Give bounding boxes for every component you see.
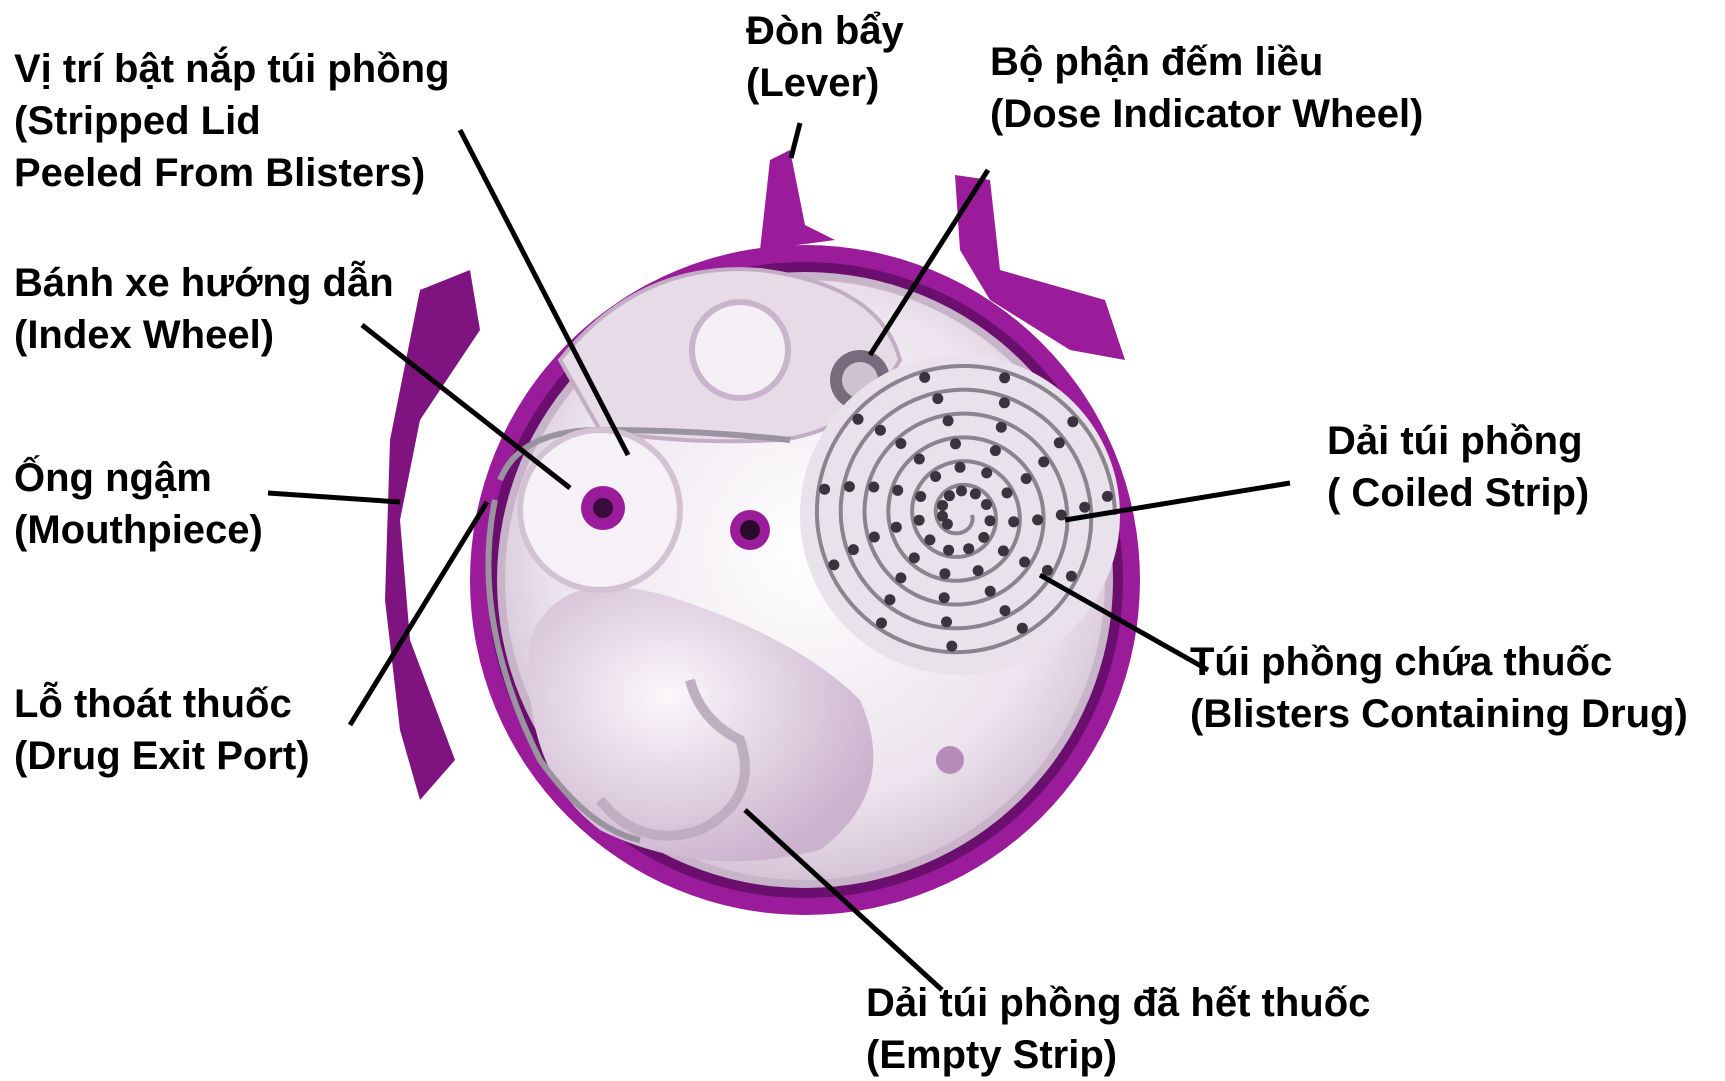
- blister-dot: [941, 616, 952, 627]
- blister-dot: [1019, 557, 1030, 568]
- blister-dot: [943, 415, 954, 426]
- blister-dot: [943, 545, 954, 556]
- blister-dot: [915, 491, 926, 502]
- blister-dot: [914, 454, 925, 465]
- blister-dot: [924, 534, 935, 545]
- casing-lever-spike: [760, 150, 835, 250]
- blister-dot: [963, 543, 974, 554]
- label-mouthpiece: Ống ngậm (Mouthpiece): [14, 452, 263, 556]
- label-empty-strip: Dải túi phồng đã hết thuốc (Empty Strip): [866, 977, 1370, 1081]
- blister-dot: [937, 500, 948, 511]
- blister-dot: [914, 515, 925, 526]
- label-lever-en: (Lever): [746, 57, 904, 109]
- blister-dot: [828, 559, 839, 570]
- blister-dot: [895, 572, 906, 583]
- blister-dot: [1000, 605, 1011, 616]
- label-coiled-strip-en: ( Coiled Strip): [1327, 467, 1589, 519]
- label-empty-strip-vi: Dải túi phồng đã hết thuốc: [866, 977, 1370, 1029]
- label-blisters-drug-vi: Túi phồng chứa thuốc: [1190, 636, 1688, 688]
- center-hole-inner: [740, 520, 760, 540]
- blister-dot: [999, 397, 1010, 408]
- blister-dot: [848, 544, 859, 555]
- label-stripped-lid-en1: (Stripped Lid: [14, 95, 450, 147]
- blister-dot: [981, 467, 992, 478]
- blister-dot: [892, 485, 903, 496]
- label-index-wheel-vi: Bánh xe hướng dẫn: [14, 257, 394, 309]
- coiled-blister-strip: [800, 355, 1120, 675]
- label-stripped-lid-vi: Vị trí bật nắp túi phồng: [14, 43, 450, 95]
- blister-dot: [955, 462, 966, 473]
- label-dose-indicator-vi: Bộ phận đếm liều: [990, 36, 1423, 88]
- blister-dot: [1032, 514, 1043, 525]
- blister-dot: [819, 484, 830, 495]
- label-index-wheel: Bánh xe hướng dẫn (Index Wheel): [14, 257, 394, 361]
- blister-dot: [1017, 623, 1028, 634]
- blister-dot: [844, 481, 855, 492]
- blister-dot: [1038, 456, 1049, 467]
- blister-dot: [1021, 473, 1032, 484]
- label-empty-strip-en: (Empty Strip): [866, 1029, 1370, 1081]
- blister-dot: [973, 565, 984, 576]
- blister-dot: [956, 485, 967, 496]
- blister-dot: [985, 586, 996, 597]
- blister-dot: [939, 592, 950, 603]
- blister-dot: [853, 414, 864, 425]
- blister-dot: [1008, 516, 1019, 527]
- blister-dot: [919, 372, 930, 383]
- blister-dot: [1067, 416, 1078, 427]
- blister-dot: [932, 393, 943, 404]
- label-mouthpiece-vi: Ống ngậm: [14, 452, 263, 504]
- blister-dot: [996, 422, 1007, 433]
- blister-dot: [876, 618, 887, 629]
- label-lever-vi: Đòn bẩy: [746, 5, 904, 57]
- label-stripped-lid: Vị trí bật nắp túi phồng (Stripped Lid P…: [14, 43, 450, 199]
- label-drug-exit-vi: Lỗ thoát thuốc: [14, 678, 310, 730]
- blister-dot: [981, 499, 992, 510]
- blister-dot: [895, 438, 906, 449]
- label-dose-indicator-en: (Dose Indicator Wheel): [990, 88, 1423, 140]
- blister-dot: [875, 425, 886, 436]
- label-coiled-strip-vi: Dải túi phồng: [1327, 415, 1589, 467]
- blister-dot: [970, 488, 981, 499]
- label-dose-indicator: Bộ phận đếm liều (Dose Indicator Wheel): [990, 36, 1423, 140]
- leader-mouthpiece: [268, 493, 400, 502]
- label-blisters-drug: Túi phồng chứa thuốc (Blisters Containin…: [1190, 636, 1688, 740]
- blister-dot: [891, 522, 902, 533]
- blister-dot: [884, 594, 895, 605]
- label-stripped-lid-en2: Peeled From Blisters): [14, 147, 450, 199]
- upper-gear: [692, 302, 788, 398]
- blister-dot: [868, 482, 879, 493]
- blister-dot: [1079, 502, 1090, 513]
- leader-lever: [791, 123, 800, 158]
- label-drug-exit: Lỗ thoát thuốc (Drug Exit Port): [14, 678, 310, 782]
- blister-dot: [944, 490, 955, 501]
- blister-dot: [1102, 491, 1113, 502]
- blister-dot: [909, 552, 920, 563]
- blister-dot: [1054, 437, 1065, 448]
- blister-dot: [930, 471, 941, 482]
- label-drug-exit-en: (Drug Exit Port): [14, 730, 310, 782]
- blister-dot: [990, 445, 1001, 456]
- blister-dot: [998, 545, 1009, 556]
- label-index-wheel-en: (Index Wheel): [14, 309, 394, 361]
- blister-dot: [939, 568, 950, 579]
- label-mouthpiece-en: (Mouthpiece): [14, 504, 263, 556]
- blister-dot: [1066, 571, 1077, 582]
- label-lever: Đòn bẩy (Lever): [746, 5, 904, 109]
- index-wheel-hub-center: [593, 498, 613, 518]
- small-hole: [936, 746, 964, 774]
- label-coiled-strip: Dải túi phồng ( Coiled Strip): [1327, 415, 1589, 519]
- blister-dot: [985, 515, 996, 526]
- blister-dot: [978, 532, 989, 543]
- blister-dot: [1002, 487, 1013, 498]
- blister-dot: [937, 511, 948, 522]
- blister-dot: [946, 641, 957, 652]
- blister-dot: [950, 438, 961, 449]
- blister-dot: [869, 532, 880, 543]
- label-blisters-drug-en: (Blisters Containing Drug): [1190, 688, 1688, 740]
- blister-dot: [999, 372, 1010, 383]
